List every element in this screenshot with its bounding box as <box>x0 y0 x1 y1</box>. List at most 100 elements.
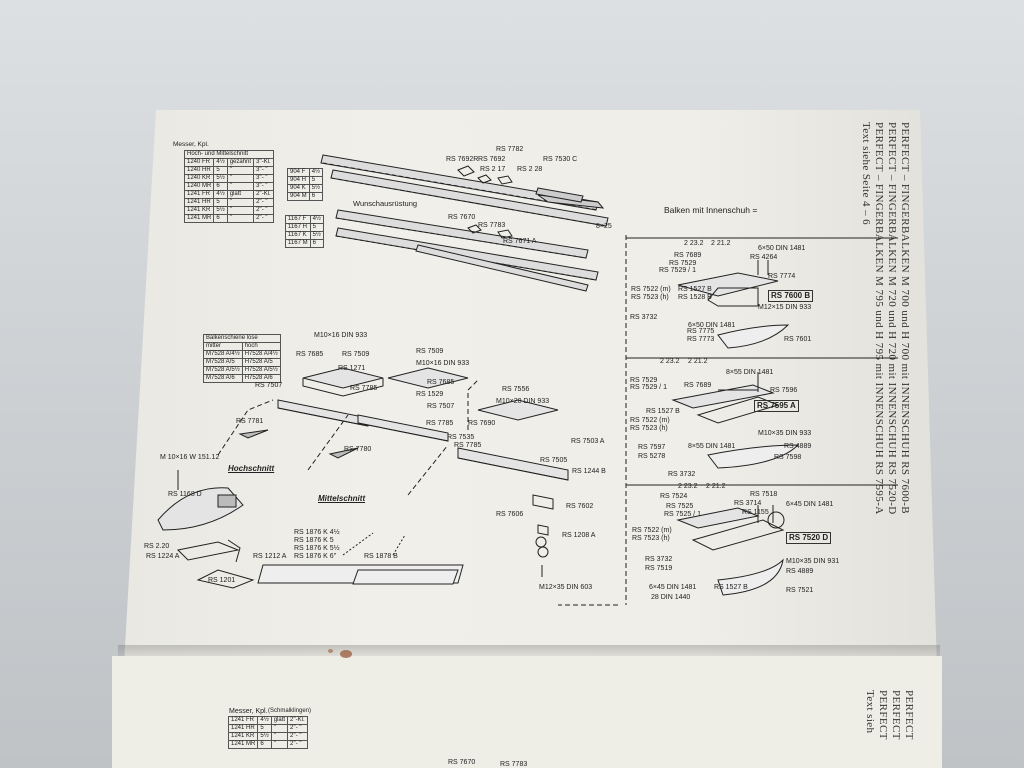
part-label: RS 7522 (m) <box>632 527 672 534</box>
part-label: RS 7783 <box>500 761 528 768</box>
bottom-messer-subtitle: (Schmalklingen) <box>268 708 312 714</box>
part-label: RS 7529 / 1 <box>659 267 696 274</box>
part-label: RS 7601 <box>784 336 812 343</box>
cell: 1241 HR <box>227 724 259 733</box>
part-label: RS 7522 (m) <box>630 417 670 424</box>
part-label: M10×35 DIN 931 <box>786 558 840 565</box>
cell: 2''- " <box>253 214 274 223</box>
part-label: RS 7785 <box>350 385 378 392</box>
header-line-3: PERFECT – FINGERBALKEN M 795 und H 795 m… <box>873 122 885 515</box>
cell: hoch <box>241 342 281 351</box>
cell: 904 M <box>287 192 310 201</box>
hochschnitt-label: Hochschnitt <box>228 464 275 473</box>
cell: glatt <box>270 716 289 725</box>
part-number-badge: RS 7595 A <box>754 400 799 412</box>
part-label: RS 7602 <box>566 503 594 510</box>
part-label: 8×25 <box>596 223 612 230</box>
cell: 3''- " <box>253 182 274 191</box>
cell: 6 <box>309 239 324 248</box>
cell: 5½ <box>257 732 272 741</box>
cell: 2''- " <box>287 724 308 733</box>
part-label: RS 7775 <box>687 328 715 335</box>
cell: 2''- " <box>287 732 308 741</box>
cell: H7528 A/6 <box>241 374 281 383</box>
part-label: RS 7685 <box>296 351 324 358</box>
cell: 904 K <box>287 184 310 193</box>
cell: 4½ <box>213 158 228 167</box>
cell: 1240 KR <box>183 174 215 183</box>
part-label: RS 1527 B <box>646 408 680 415</box>
part-label: RS 7596 <box>770 387 798 394</box>
cell: 2''- " <box>253 206 274 215</box>
part-label: RS 7774 <box>768 273 796 280</box>
part-label: RS 7785 <box>426 420 454 427</box>
part-label: RS 1876 K 6'' <box>294 553 337 560</box>
part-label: RS 7690 <box>468 420 496 427</box>
part-label: 2 21.2 <box>711 240 731 247</box>
cell: 904 F <box>287 168 310 177</box>
part-label: 6×45 DIN 1481 <box>649 584 697 591</box>
part-label: RS 7598 <box>774 454 802 461</box>
part-label: RS 7781 <box>236 418 264 425</box>
cell: M7528 A/5 <box>203 358 243 367</box>
cell: 5½ <box>309 231 324 240</box>
cell: H7528 A/5½ <box>241 366 281 375</box>
cell: 4½ <box>308 168 324 177</box>
part-label: RS 1271 <box>338 365 366 372</box>
cell: " <box>270 724 289 733</box>
header-line-4: Text siehe Seite 4 – 6 <box>860 122 872 226</box>
part-label: RS 7606 <box>496 511 524 518</box>
cell: " <box>226 198 255 207</box>
cell: " <box>270 740 289 749</box>
part-label: RS 7782 <box>496 146 524 153</box>
part-label: RS 7529 / 1 <box>630 384 667 391</box>
cell: 5½ <box>213 206 228 215</box>
part-label: RS 7689 <box>674 252 702 259</box>
cell: mitter <box>203 342 243 351</box>
part-label: RS 1224 A <box>146 553 180 560</box>
cell: 1241 MR <box>183 214 215 223</box>
part-label: M12×15 DIN 933 <box>758 304 812 311</box>
cell: 6 <box>257 740 272 749</box>
page2-header-4: Text sieh <box>864 690 876 734</box>
parts-drawing <box>157 154 898 606</box>
header-line-1: PERFECT – FINGERBALKEN M 700 und H 700 m… <box>899 122 911 514</box>
part-label: RS 1528 B <box>678 294 712 301</box>
cell: " <box>226 206 255 215</box>
cell: " <box>226 174 255 183</box>
wunsch-label: Wunschausrüstung <box>353 199 418 208</box>
cell: 5½ <box>213 174 228 183</box>
part-label: RS 4889 <box>784 443 812 450</box>
part-label: RS 3732 <box>668 471 696 478</box>
part-label: 28 DIN 1440 <box>651 594 691 601</box>
part-label: M10×20 DIN 933 <box>496 398 550 405</box>
cell: 5 <box>308 176 324 185</box>
part-label: RS 7556 <box>502 386 530 393</box>
part-label: RS 7518 <box>750 491 778 498</box>
part-label: RS 7773 <box>687 336 715 343</box>
part-label: RS 7689 <box>684 382 712 389</box>
part-label: RS 4264 <box>750 254 778 261</box>
cell: 904 H <box>287 176 310 185</box>
part-label: RS 7523 (h) <box>631 294 669 301</box>
part-label: RS 2 28 <box>517 166 543 173</box>
part-label: RS 3732 <box>645 556 673 563</box>
part-label: RS 4889 <box>786 568 814 575</box>
part-label: RS 7692R <box>446 156 479 163</box>
header-line-2: PERFECT – FINGERBALKEN M 720 und H 720 m… <box>886 122 898 515</box>
part-label: RS 7529 <box>630 377 658 384</box>
part-label: RS 7519 <box>645 565 673 572</box>
right-section-title: Balken mit Innenschuh = <box>664 205 758 215</box>
